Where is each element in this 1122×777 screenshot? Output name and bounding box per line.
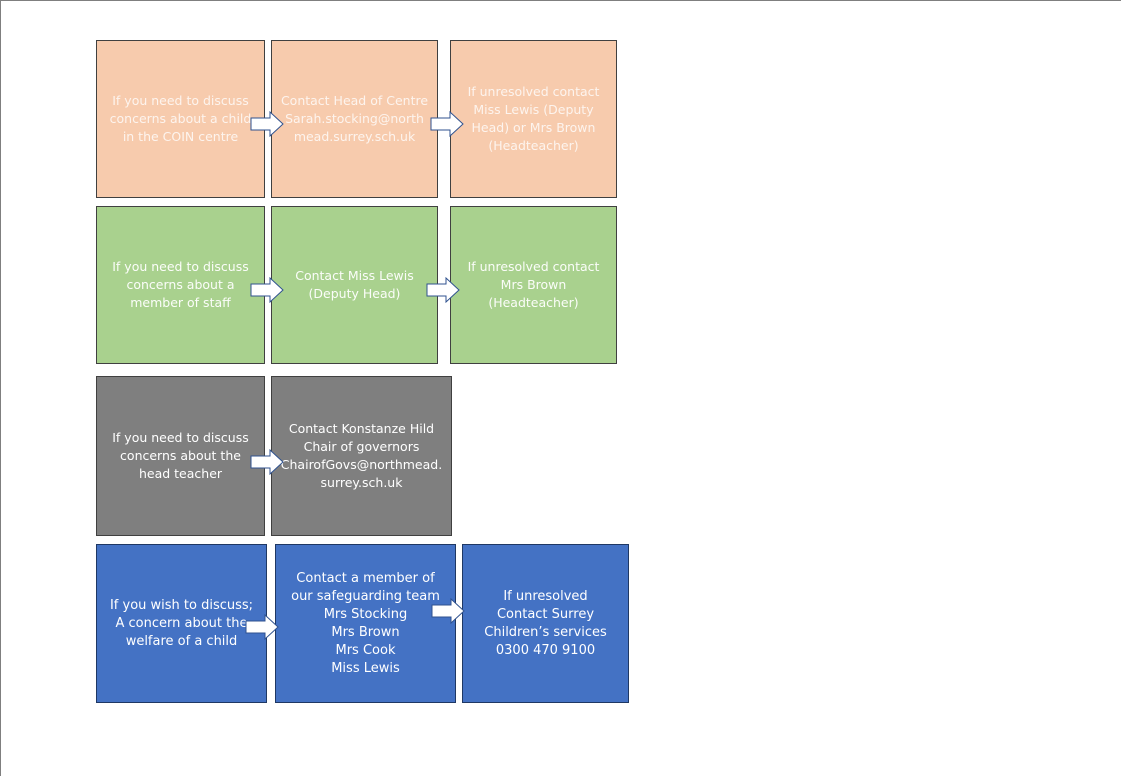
- head-of-centre-box: Contact Head of Centre Sarah.stocking@no…: [271, 40, 438, 198]
- staff-concern-box: If you need to discuss concerns about a …: [96, 206, 265, 364]
- staff-concern-text: If you need to discuss concerns about a …: [112, 259, 249, 310]
- head-teacher-concern-box: If you need to discuss concerns about th…: [96, 376, 265, 536]
- right-arrow-icon: [250, 111, 284, 137]
- coin-unresolved-text: If unresolved contact Miss Lewis (Deputy…: [467, 84, 600, 153]
- right-arrow-icon: [426, 277, 460, 303]
- chair-of-governors-text: Contact Konstanze Hild Chair of governor…: [280, 421, 443, 490]
- staff-unresolved-box: If unresolved contact Mrs Brown (Headtea…: [450, 206, 617, 364]
- childrens-services-box: If unresolved Contact Surrey Children’s …: [462, 544, 629, 703]
- welfare-concern-text: If you wish to discuss; A concern about …: [109, 597, 254, 649]
- head-teacher-concern-text: If you need to discuss concerns about th…: [112, 430, 249, 481]
- right-arrow-icon: [245, 614, 279, 640]
- coin-unresolved-box: If unresolved contact Miss Lewis (Deputy…: [450, 40, 617, 198]
- staff-unresolved-text: If unresolved contact Mrs Brown (Headtea…: [467, 259, 600, 310]
- coin-concern-box: If you need to discuss concerns about a …: [96, 40, 265, 198]
- welfare-concern-box: If you wish to discuss; A concern about …: [96, 544, 267, 703]
- head-of-centre-text: Contact Head of Centre Sarah.stocking@no…: [280, 93, 429, 144]
- deputy-head-text: Contact Miss Lewis (Deputy Head): [295, 268, 414, 301]
- right-arrow-icon: [250, 449, 284, 475]
- right-arrow-icon: [431, 598, 465, 624]
- safeguarding-team-box: Contact a member of our safeguarding tea…: [275, 544, 456, 703]
- safeguarding-team-text: Contact a member of our safeguarding tea…: [291, 570, 440, 676]
- right-arrow-icon: [430, 111, 464, 137]
- chair-of-governors-box: Contact Konstanze Hild Chair of governor…: [271, 376, 452, 536]
- right-arrow-icon: [250, 277, 284, 303]
- childrens-services-text: If unresolved Contact Surrey Children’s …: [484, 588, 607, 658]
- coin-concern-text: If you need to discuss concerns about a …: [109, 93, 252, 144]
- deputy-head-box: Contact Miss Lewis (Deputy Head): [271, 206, 438, 364]
